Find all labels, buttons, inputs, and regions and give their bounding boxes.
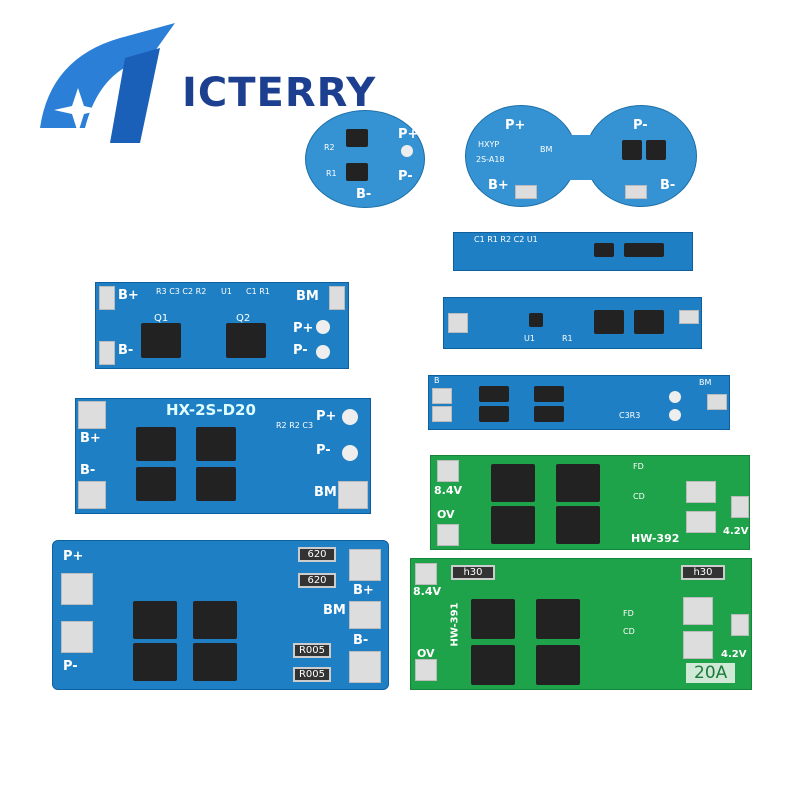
pcb-label: OV: [437, 508, 455, 521]
pcb-label: C1 R1: [246, 287, 270, 296]
pcb-label: B+: [118, 288, 139, 303]
pcb-label: FD: [633, 462, 644, 471]
pcb-label: FD: [623, 609, 634, 618]
logo: ICTERRY: [30, 18, 390, 153]
pcb-peanut-waist: [520, 135, 640, 180]
pcb-label: R1: [562, 334, 573, 343]
pcb-label: OV: [417, 647, 435, 660]
pcb-label: 8.4V: [434, 484, 462, 497]
pcb-1s-small: U1 R1: [443, 297, 702, 349]
pcb-pad: [515, 185, 537, 199]
pcb-label: P-: [316, 443, 331, 458]
resistor-label: 620: [298, 573, 336, 588]
pcb-label: B+: [488, 178, 509, 193]
resistor-label: R005: [293, 643, 331, 658]
pcb-label: B-: [356, 187, 372, 202]
pcb-label: 2S-A18: [476, 155, 505, 164]
pcb-label: C1 R1 R2 C2 U1: [474, 235, 538, 244]
pcb-label: B-: [80, 463, 96, 478]
pcb-round: P+ P- B- R2 R1: [305, 110, 425, 208]
pcb-label: BM: [314, 485, 337, 500]
pcb-label: P-: [293, 343, 308, 358]
brand-name: ICTERRY: [182, 70, 377, 116]
resistor-label: R005: [293, 667, 331, 682]
pcb-label: P+: [316, 409, 337, 424]
pcb-2s-large: P+ P- B+ B- BM 620 620 R005 R005: [52, 540, 389, 690]
pcb-label: Q2: [236, 313, 251, 324]
pcb-label: 8.4V: [413, 585, 441, 598]
pcb-hx-2s-d20: HX-2S-D20 B+ B- P+ P- BM R2 R2 C3: [75, 398, 371, 514]
logo-mark-icon: [40, 23, 175, 143]
pcb-label: B+: [353, 583, 374, 598]
pcb-label: BM: [296, 289, 319, 304]
pcb-label: C3R3: [619, 411, 641, 420]
pcb-label: B-: [118, 343, 134, 358]
pcb-label: U1: [221, 287, 232, 296]
pcb-label: R2: [324, 143, 335, 152]
pcb-label: R1: [326, 169, 337, 178]
pcb-label: B: [434, 376, 440, 385]
pcb-hw-391: 8.4V OV HW-391 FD CD 4.2V 20A h30 h30: [410, 558, 752, 690]
pcb-label: HW-391: [449, 602, 461, 647]
resistor-label: h30: [451, 565, 495, 580]
pcb-label: P-: [63, 659, 78, 674]
pcb-2s-small: B BM C3R3: [428, 375, 730, 430]
pcb-chip: [646, 140, 666, 160]
resistor-label: h30: [681, 565, 725, 580]
pcb-label: B+: [80, 431, 101, 446]
pcb-label: P-: [398, 169, 413, 184]
pcb-chip: [622, 140, 642, 160]
pcb-1s-dual-mosfet: B+ B- R3 C3 C2 R2 U1 C1 R1 Q1 Q2 BM P+ P…: [95, 282, 349, 369]
pcb-label: 4.2V: [721, 649, 747, 660]
pcb-label: Q1: [154, 313, 169, 324]
pcb-label: 20A: [686, 663, 736, 683]
resistor-label: 620: [298, 547, 336, 562]
pcb-label: HX-2S-D20: [166, 401, 256, 419]
pcb-label: R3 C3 C2 R2: [156, 287, 207, 296]
pcb-label: P+: [505, 118, 526, 133]
pcb-label: HXYP: [478, 140, 500, 149]
pcb-label: R2 R2 C3: [276, 421, 314, 430]
pcb-label: P+: [398, 127, 419, 142]
pcb-label: BM: [699, 378, 712, 387]
pcb-strip: C1 R1 R2 C2 U1: [453, 232, 693, 271]
pcb-label: 4.2V: [723, 526, 749, 537]
pcb-label: B-: [660, 178, 676, 193]
pcb-label: HW-392: [631, 532, 680, 545]
pcb-label: BM: [323, 603, 346, 618]
pcb-label: P+: [293, 321, 314, 336]
pcb-label: BM: [540, 145, 553, 154]
pcb-label: CD: [623, 627, 635, 636]
pcb-label: P+: [63, 549, 84, 564]
pcb-label: B-: [353, 633, 369, 648]
pcb-pad: [625, 185, 647, 199]
pcb-hw-392: 8.4V OV FD CD HW-392 4.2V: [430, 455, 750, 550]
pcb-label: U1: [524, 334, 535, 343]
pcb-label: P-: [633, 118, 648, 133]
pcb-label: CD: [633, 492, 645, 501]
